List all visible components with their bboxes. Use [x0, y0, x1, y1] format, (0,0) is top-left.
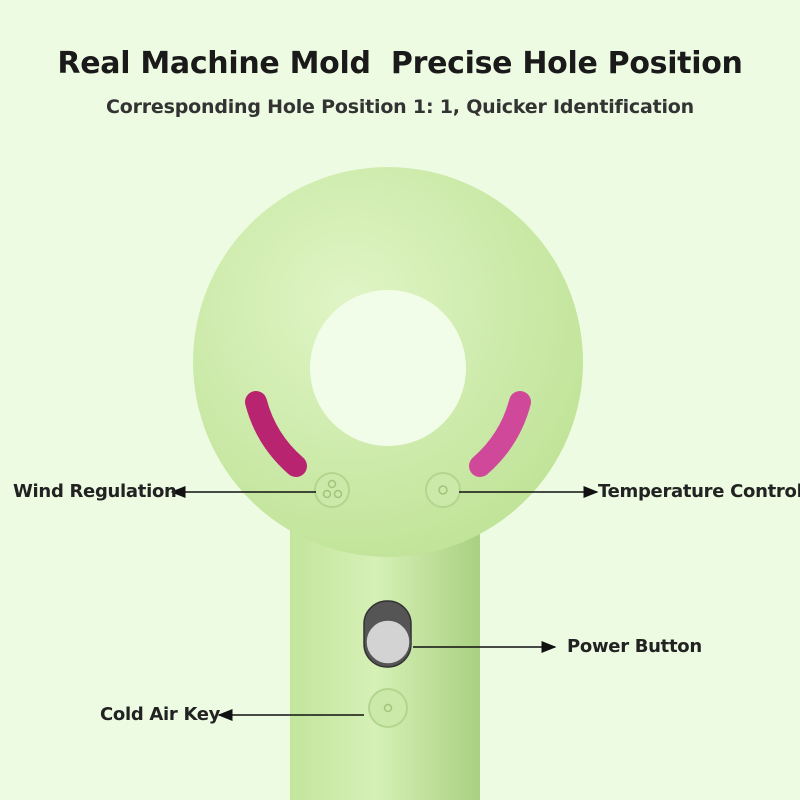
cold-air-key-label: Cold Air Key	[100, 704, 221, 725]
left-vent-slot	[245, 391, 307, 477]
dryer-air-hole	[310, 290, 466, 446]
dot-icon	[438, 485, 448, 495]
temperature-button[interactable]	[425, 472, 461, 508]
wind-regulation-label: Wind Regulation	[13, 481, 177, 502]
page-subtitle: Corresponding Hole Position 1: 1, Quicke…	[106, 96, 694, 118]
power-button-label: Power Button	[567, 636, 702, 657]
wind-button[interactable]	[314, 472, 350, 508]
dot-icon	[383, 703, 393, 713]
fan-icon	[327, 479, 337, 489]
temperature-control-label: Temperature Control	[598, 481, 800, 502]
page-title: Real Machine Mold Precise Hole Position	[57, 46, 743, 81]
cold-air-button[interactable]	[368, 688, 408, 728]
power-switch[interactable]	[363, 600, 412, 668]
right-vent-slot	[469, 391, 531, 477]
